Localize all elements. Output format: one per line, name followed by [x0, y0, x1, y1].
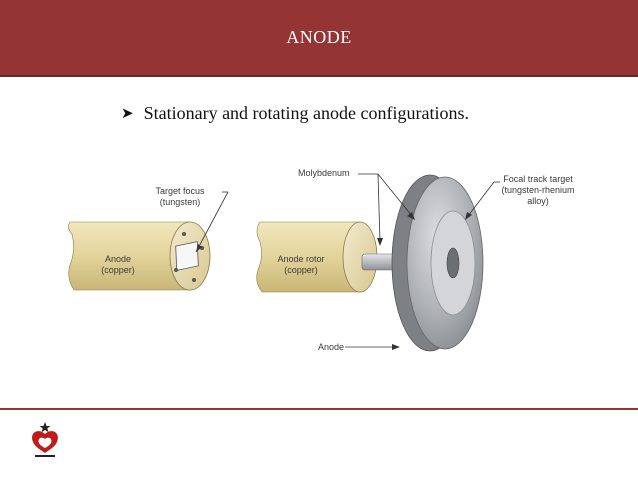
arrowhead: [465, 212, 472, 220]
screw-dot: [182, 232, 186, 236]
bullet-point: ➤ Stationary and rotating anode configur…: [121, 103, 469, 124]
focal-track-label-1: Focal track target: [503, 174, 573, 184]
institution-logo-icon: [32, 422, 58, 457]
leader-line: [377, 173, 413, 217]
leader-line: [467, 181, 495, 217]
rotating-anode-label: Anode: [318, 342, 344, 352]
arrowhead-bullet-icon: ➤: [121, 106, 134, 122]
anode-diagram-svg: Anode (copper) Target focus (tungsten) A…: [68, 168, 575, 352]
arrowhead: [407, 212, 415, 220]
focal-track-label-2: (tungsten-rhenium: [501, 185, 574, 195]
stationary-anode: Anode (copper) Target focus (tungsten): [68, 186, 229, 291]
target-focus-label: Target focus: [155, 186, 205, 196]
bullet-text: Stationary and rotating anode configurat…: [143, 103, 469, 123]
leader-line: [195, 191, 229, 253]
stationary-anode-material: (copper): [101, 265, 135, 275]
anode-rotor-label: Anode rotor: [277, 254, 324, 264]
stationary-anode-label: Anode: [105, 254, 131, 264]
leader-line: [377, 173, 381, 243]
title-bar: ANODE: [0, 0, 638, 77]
molybdenum-label: Molybdenum: [298, 168, 350, 178]
rotating-anode: Anode rotor (copper) Molybdenum Focal tr…: [256, 168, 575, 352]
screw-dot: [174, 268, 178, 272]
arrowhead: [196, 244, 202, 252]
disk-hub: [446, 247, 460, 279]
anode-rotor-body: [256, 221, 361, 293]
anode-rotor-material: (copper): [284, 265, 318, 275]
focal-track-label-3: alloy): [527, 196, 549, 206]
screw-dot: [192, 278, 196, 282]
target-focus-plate: [175, 241, 199, 271]
stationary-anode-body: [68, 221, 191, 291]
arrowhead: [377, 238, 383, 246]
anode-diagram: Anode (copper) Target focus (tungsten) A…: [60, 160, 620, 370]
slide-title: ANODE: [286, 27, 352, 47]
target-focus-material: (tungsten): [160, 197, 201, 207]
arrowhead: [392, 344, 400, 350]
footer-bar: [0, 408, 638, 481]
